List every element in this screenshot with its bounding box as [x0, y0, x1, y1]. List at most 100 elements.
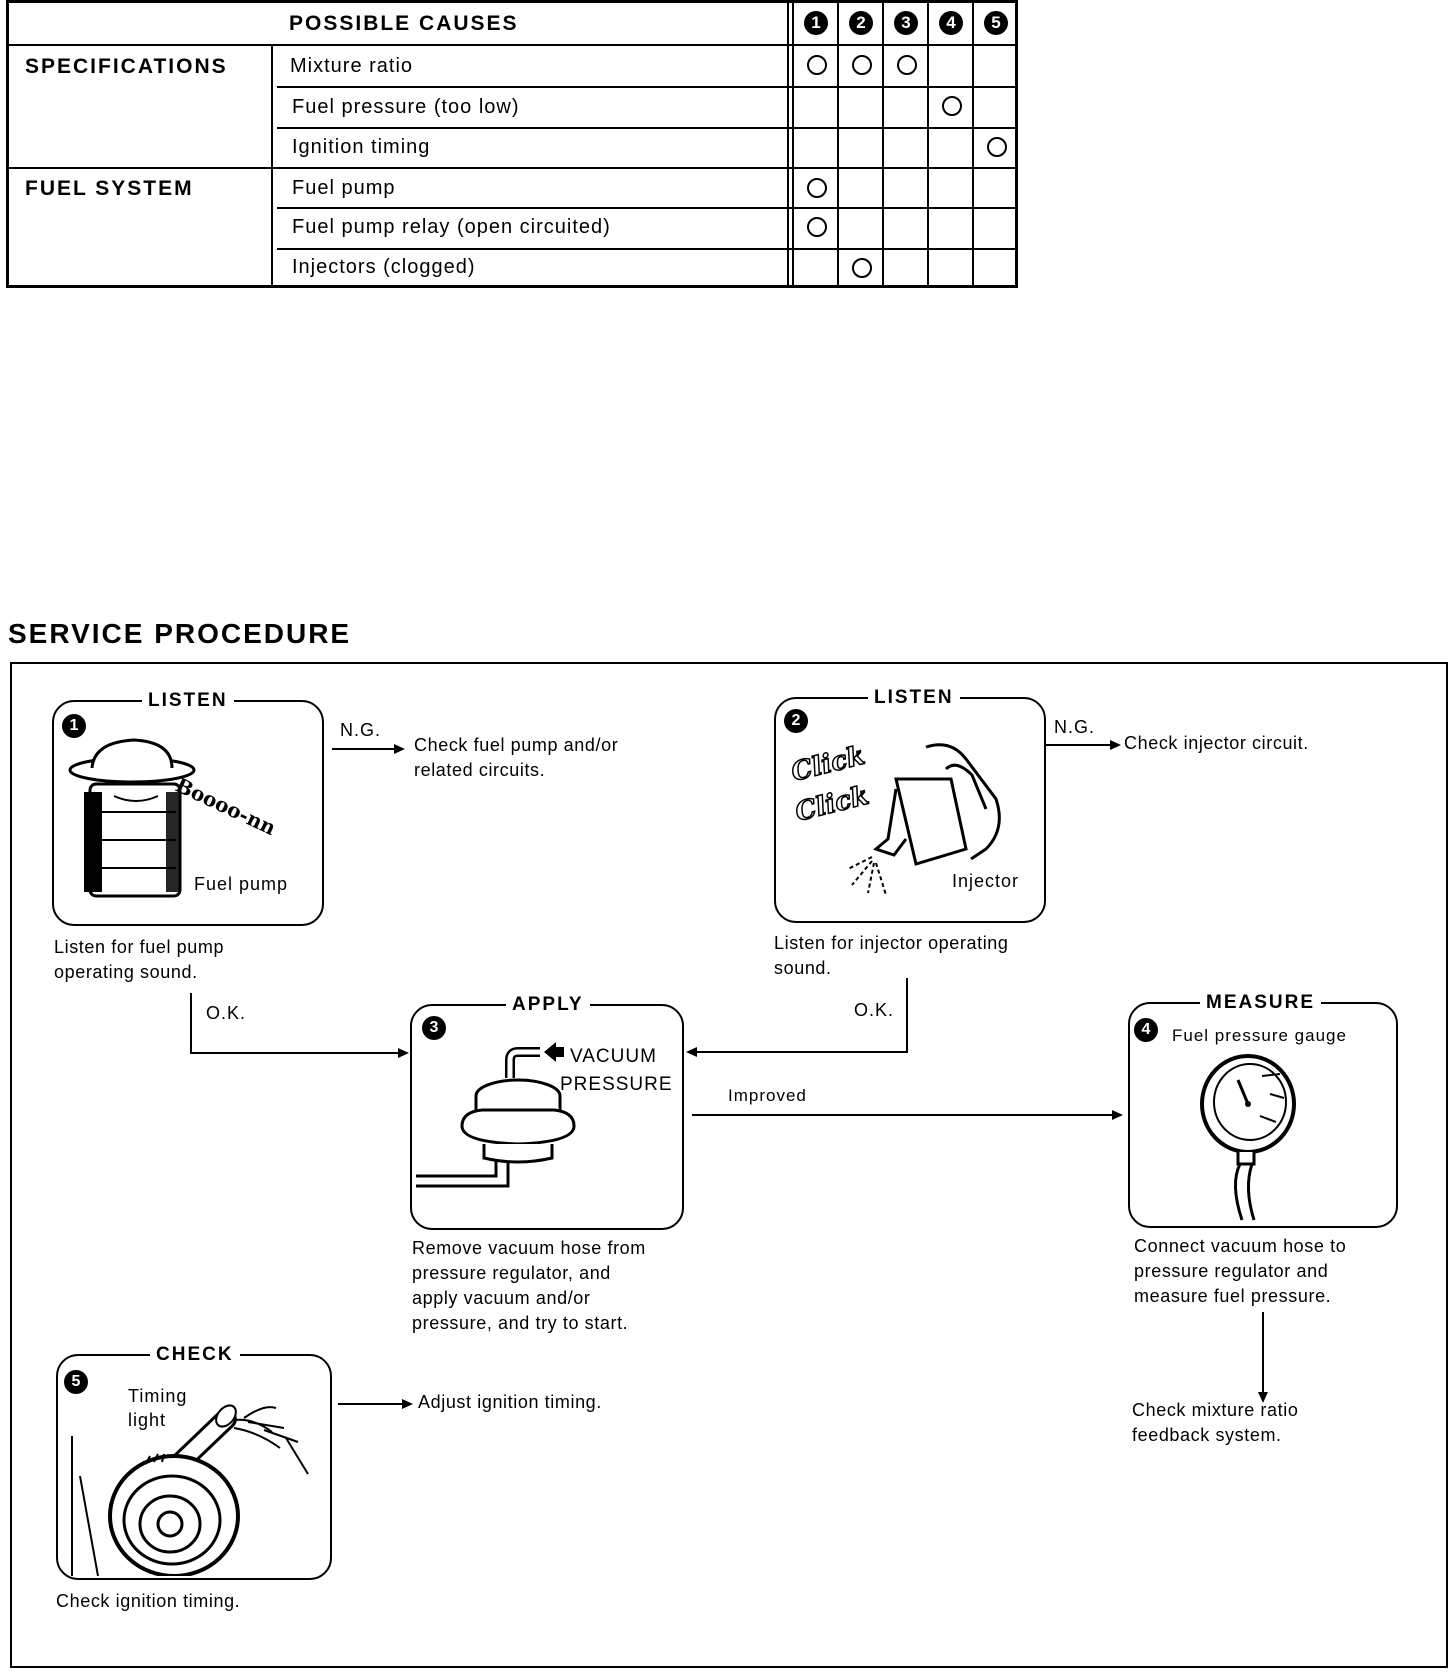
arrow-line — [696, 1051, 908, 1053]
cause-mark-circle — [897, 55, 917, 75]
cause-label: Fuel pump — [292, 177, 396, 199]
cause-label: Fuel pressure (too low) — [292, 96, 520, 118]
service-procedure-title: SERVICE PROCEDURE — [8, 618, 352, 649]
arrow-head — [398, 1048, 409, 1058]
cause-label: Injectors (clogged) — [292, 256, 476, 278]
step2-ng-action: Check injector circuit. — [1124, 733, 1309, 753]
vacuum-label: VACUUM — [570, 1046, 657, 1067]
step5-title: CHECK — [150, 1343, 240, 1367]
category-fuel-system: FUEL SYSTEM — [25, 177, 194, 200]
arrow-head — [394, 744, 405, 754]
column-number-3: 3 — [894, 11, 918, 35]
fuel-pressure-gauge-label: Fuel pressure gauge — [1172, 1026, 1347, 1045]
step3-box: APPLY 3 VACUUM PRESSURE — [410, 993, 684, 1230]
injector-illustration: Click Click — [788, 740, 1001, 896]
step2-caption-line2: sound. — [774, 958, 832, 978]
click-sound-2: Click — [792, 781, 871, 828]
table-rule — [277, 127, 1015, 129]
step3-caption-line2: pressure regulator, and — [412, 1263, 611, 1283]
step3-caption-line1: Remove vacuum hose from — [412, 1238, 646, 1258]
improved-label: Improved — [728, 1086, 807, 1105]
step3-caption-line4: pressure, and try to start. — [412, 1313, 629, 1333]
step4-caption-line3: measure fuel pressure. — [1134, 1286, 1332, 1306]
arrow-head — [1110, 740, 1121, 750]
step5-number: 5 — [64, 1370, 88, 1394]
step1-title: LISTEN — [142, 689, 234, 713]
step2-caption-line1: Listen for injector operating — [774, 933, 1009, 953]
step4-next-line1: Check mixture ratio — [1132, 1400, 1299, 1420]
step1-ng-action-line1: Check fuel pump and/or — [414, 735, 619, 755]
step1-ng-action-line2: related circuits. — [414, 760, 546, 780]
step4-next-line2: feedback system. — [1132, 1425, 1282, 1445]
table-rule — [277, 248, 1015, 250]
timing-light-illustration — [71, 1404, 309, 1576]
step5-caption: Check ignition timing. — [56, 1591, 241, 1611]
step5-box: CHECK 5 Timing light — [56, 1343, 332, 1580]
pressure-gauge-illustration — [1200, 1054, 1296, 1221]
timing-light-label-line2: light — [128, 1410, 167, 1430]
table-rule — [837, 3, 839, 285]
possible-causes-table: POSSIBLE CAUSES 1 2 3 4 5 SPECIFICATIONS… — [6, 0, 1018, 288]
step1-ok-label: O.K. — [206, 1003, 247, 1023]
cause-mark-circle — [807, 217, 827, 237]
step3-caption-line3: apply vacuum and/or — [412, 1288, 591, 1308]
cause-mark-circle — [987, 137, 1007, 157]
click-sound-1: Click — [788, 741, 867, 788]
column-number-1: 1 — [804, 11, 828, 35]
procedure-frame — [10, 662, 1448, 1668]
boooo-sound: Boooo-nn — [172, 773, 280, 840]
cause-mark-circle — [852, 55, 872, 75]
arrow-line — [332, 748, 396, 750]
arrow-head — [686, 1047, 697, 1057]
pressure-label: PRESSURE — [560, 1074, 673, 1095]
cause-mark-circle — [942, 96, 962, 116]
arrow-line — [906, 978, 908, 1053]
column-number-4: 4 — [939, 11, 963, 35]
step2-title: LISTEN — [868, 686, 960, 710]
step1-ng-label: N.G. — [340, 720, 382, 740]
step4-caption-line1: Connect vacuum hose to — [1134, 1236, 1347, 1256]
arrow-line — [190, 993, 192, 1054]
arrow-head — [1258, 1392, 1268, 1403]
arrow-line — [338, 1403, 404, 1405]
cause-mark-circle — [852, 258, 872, 278]
step4-box: MEASURE 4 Fuel pressure gauge — [1128, 991, 1398, 1228]
table-rule — [9, 167, 1015, 169]
step2-ok-label: O.K. — [854, 1000, 895, 1020]
cause-mark-circle — [807, 178, 827, 198]
step2-number: 2 — [784, 709, 808, 733]
arrow-line — [1046, 744, 1112, 746]
pressure-regulator-illustration — [416, 1042, 576, 1188]
cause-label: Fuel pump relay (open circuited) — [292, 216, 611, 238]
table-rule — [9, 44, 1015, 46]
cause-mark-circle — [807, 55, 827, 75]
step1-caption-line1: Listen for fuel pump — [54, 937, 225, 957]
arrow-head — [402, 1399, 413, 1409]
fuel-pump-label: Fuel pump — [194, 874, 289, 894]
table-rule — [277, 86, 1015, 88]
step2-box: LISTEN 2 Click Click Injector — [774, 686, 1046, 923]
step3-number: 3 — [422, 1016, 446, 1040]
step4-title: MEASURE — [1200, 991, 1322, 1015]
arrow-head — [1112, 1110, 1123, 1120]
cause-label: Ignition timing — [292, 136, 431, 158]
step1-number: 1 — [62, 714, 86, 738]
table-rule — [972, 3, 974, 285]
table-rule — [882, 3, 884, 285]
table-rule — [271, 44, 273, 285]
arrow-line — [1262, 1312, 1264, 1396]
step4-number: 4 — [1134, 1018, 1158, 1042]
timing-light-label-line1: Timing — [128, 1386, 188, 1406]
table-rule — [792, 3, 794, 285]
table-rule — [787, 3, 789, 285]
possible-causes-header: POSSIBLE CAUSES — [289, 12, 519, 35]
column-number-2: 2 — [849, 11, 873, 35]
table-rule — [277, 207, 1015, 209]
category-specifications: SPECIFICATIONS — [25, 55, 228, 78]
step1-box: LISTEN 1 Boooo-nn Fuel pump — [52, 689, 324, 926]
step5-action: Adjust ignition timing. — [418, 1392, 602, 1412]
table-rule — [927, 3, 929, 285]
step1-caption-line2: operating sound. — [54, 962, 198, 982]
step2-ng-label: N.G. — [1054, 717, 1096, 737]
step4-caption-line2: pressure regulator and — [1134, 1261, 1329, 1281]
